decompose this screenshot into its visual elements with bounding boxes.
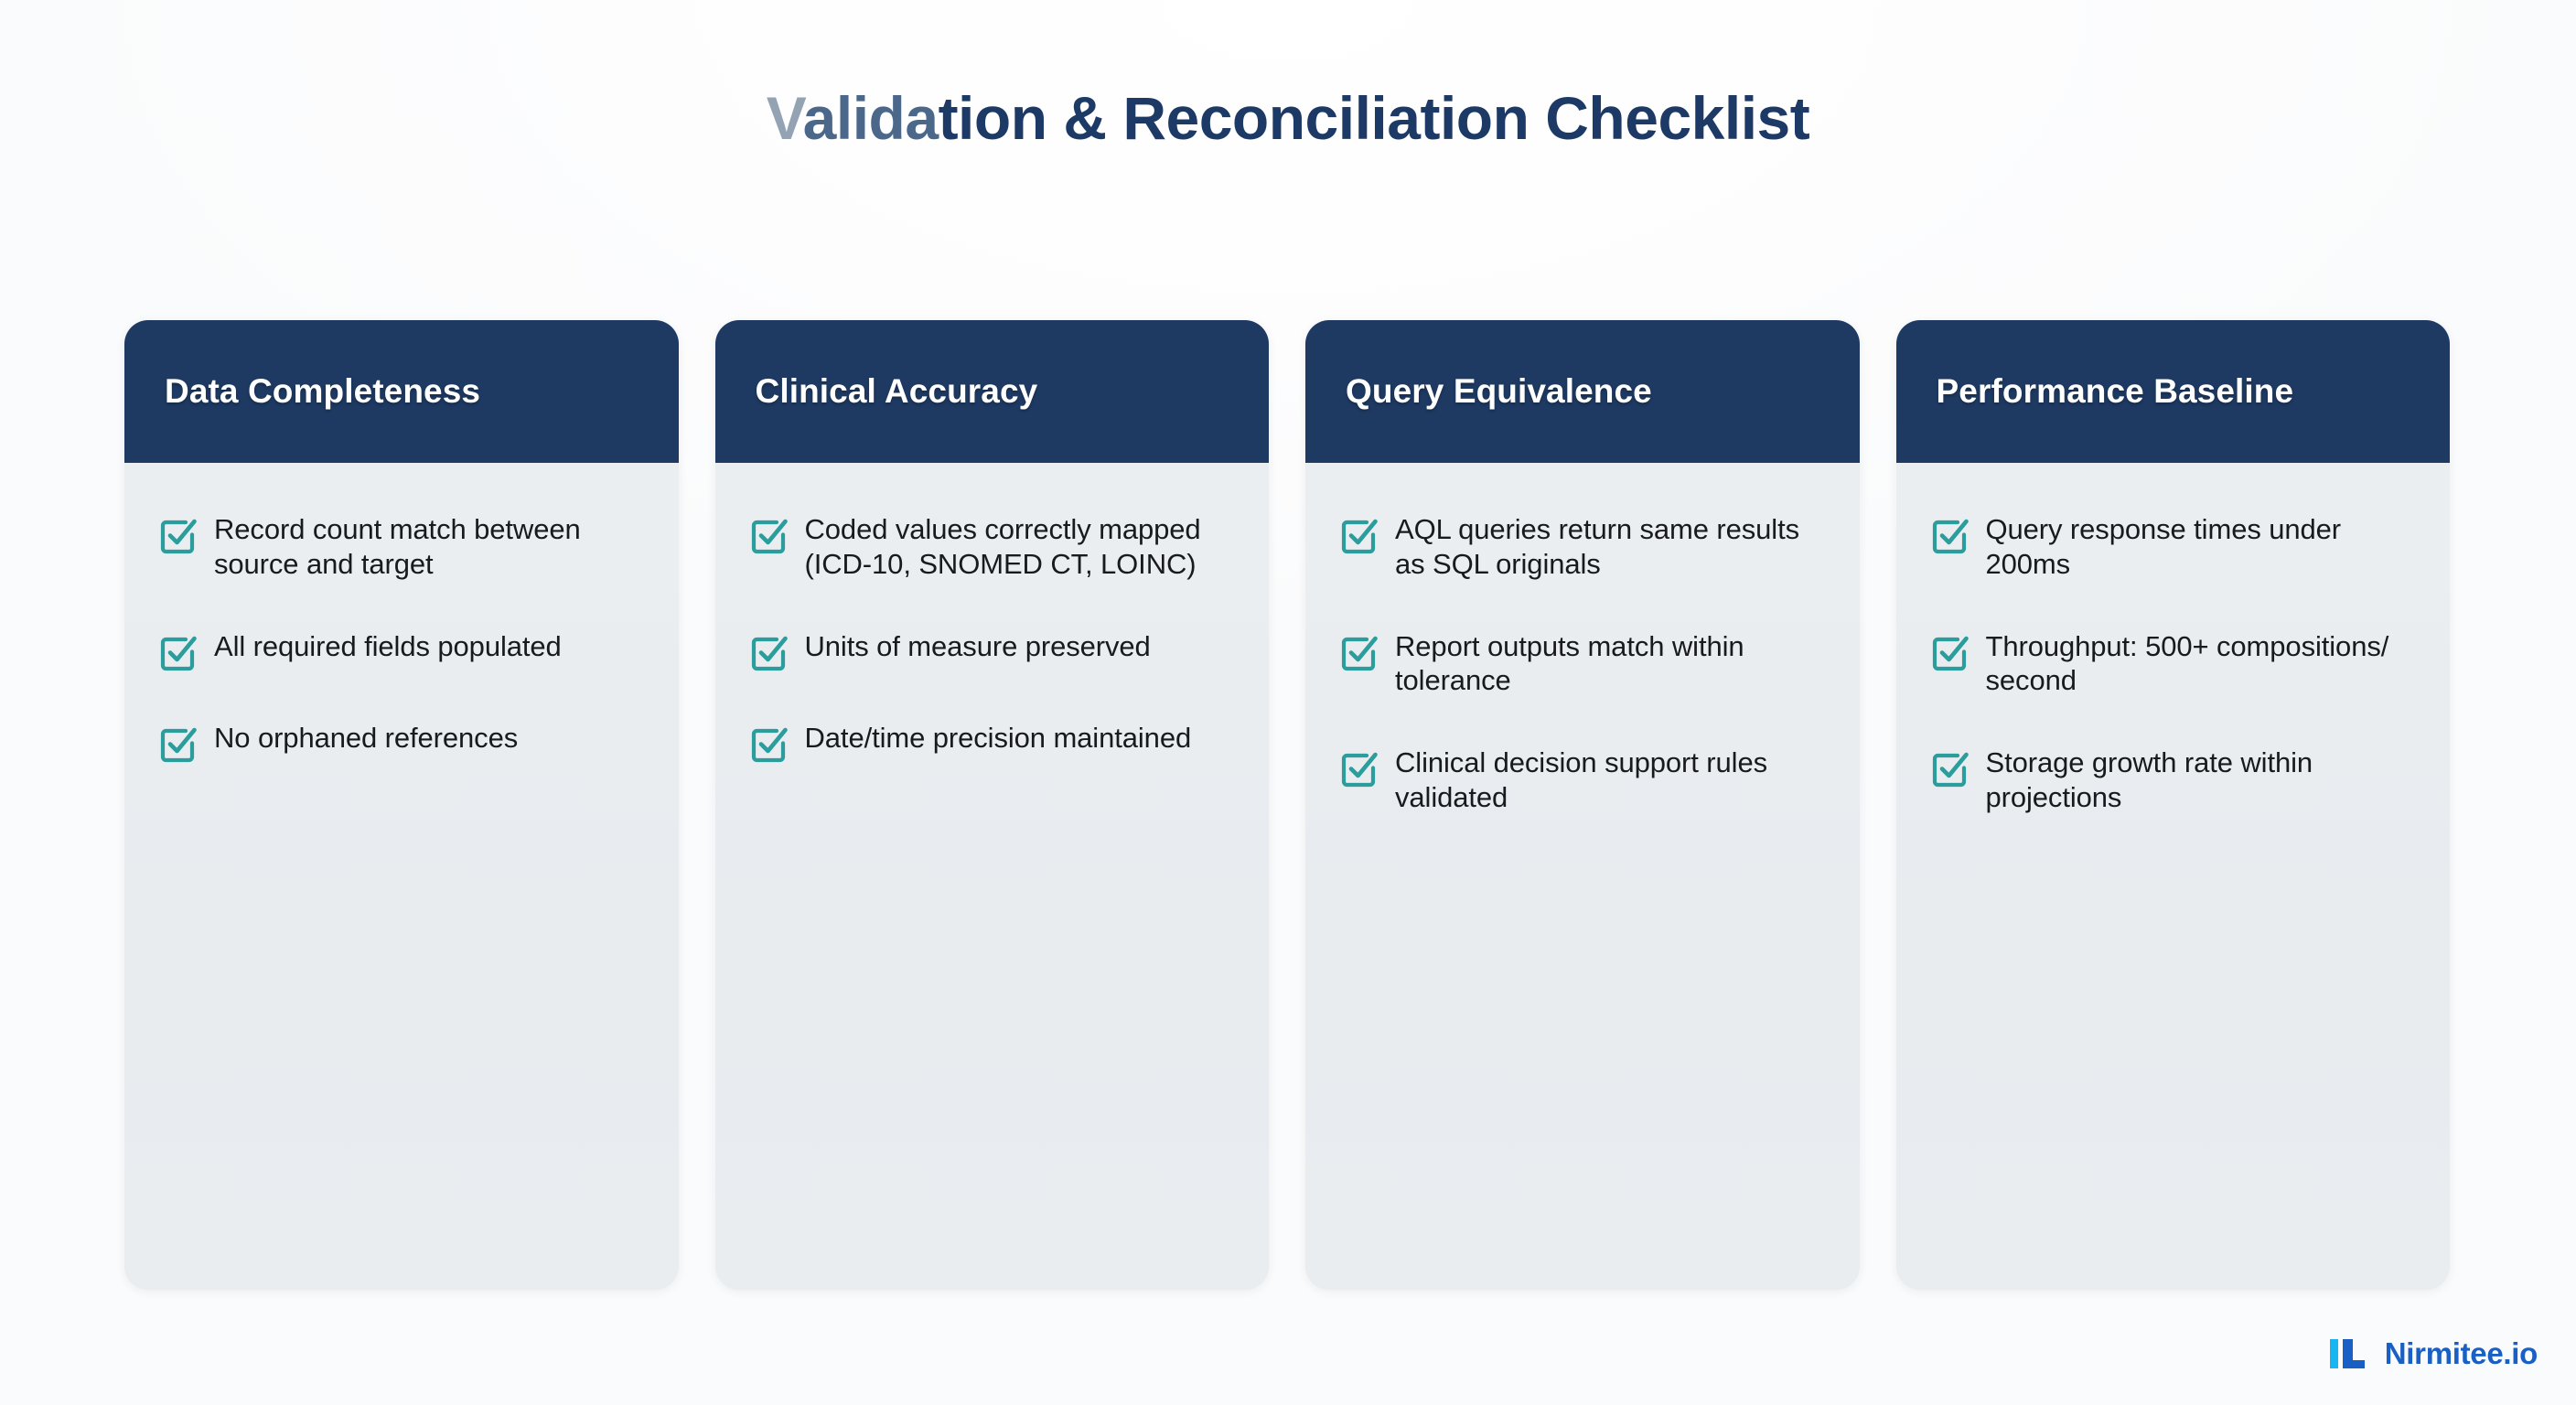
checkbox-checked-icon xyxy=(751,636,788,670)
checklist-item-label: All required fields populated xyxy=(214,629,562,662)
checklist-item[interactable]: All required fields populated xyxy=(157,629,648,673)
card-body: AQL queries return same results as SQL o… xyxy=(1305,463,1860,1290)
checkbox-checked-icon xyxy=(1341,752,1378,788)
checklist-item-label: Date/time precision maintained xyxy=(804,721,1192,754)
checklist-item[interactable]: Query response times under 200ms xyxy=(1929,512,2420,582)
brand-name: Nirmitee.io xyxy=(2384,1336,2538,1370)
checkbox-checked-icon xyxy=(1932,636,1969,670)
card-header: Performance Baseline xyxy=(1895,320,2450,463)
checklist-item[interactable]: No orphaned references xyxy=(157,721,648,765)
checklist-item-label: Report outputs match within tolerance xyxy=(1395,629,1744,697)
checklist-card-clinical-accuracy: Clinical Accuracy Coded values correctly… xyxy=(714,320,1269,1290)
checklist-card-row: Data Completeness Record count match bet… xyxy=(124,320,2450,1290)
checklist-item-label: AQL queries return same results as SQL o… xyxy=(1395,513,1799,580)
checklist-item[interactable]: Clinical decision support rules validate… xyxy=(1338,745,1829,815)
card-title: Data Completeness xyxy=(165,372,481,410)
card-header: Query Equivalence xyxy=(1305,320,1860,463)
checklist-item-label: Coded values correctly mapped (ICD-10, S… xyxy=(804,513,1201,580)
card-body: Coded values correctly mapped (ICD-10, S… xyxy=(714,463,1269,1290)
checkbox-checked-icon xyxy=(160,519,197,554)
checklist-item-label: Query response times under 200ms xyxy=(1985,513,2342,580)
checklist-card-data-completeness: Data Completeness Record count match bet… xyxy=(124,320,679,1290)
checklist-item[interactable]: Coded values correctly mapped (ICD-10, S… xyxy=(748,512,1239,582)
checkbox-checked-icon xyxy=(1932,752,1969,788)
checklist-item[interactable]: Record count match between source and ta… xyxy=(157,512,648,582)
checkbox-checked-icon xyxy=(751,727,788,762)
card-title: Clinical Accuracy xyxy=(755,372,1038,410)
checklist-item[interactable]: AQL queries return same results as SQL o… xyxy=(1338,512,1829,582)
card-body: Record count match between source and ta… xyxy=(124,463,679,1290)
checklist-item[interactable]: Throughput: 500+ compositions/ second xyxy=(1929,629,2420,699)
checkbox-checked-icon xyxy=(1932,519,1969,554)
brand-logo[interactable]: Nirmitee.io xyxy=(2329,1335,2538,1372)
checkbox-checked-icon xyxy=(1341,636,1378,670)
card-header: Data Completeness xyxy=(124,320,679,463)
checklist-item[interactable]: Storage growth rate within projections xyxy=(1929,745,2420,815)
page-title-segment-semi: alida xyxy=(802,84,939,152)
page-title-container: Validation & Reconciliation Checklist xyxy=(0,88,2576,148)
checklist-item-label: Clinical decision support rules validate… xyxy=(1395,746,1767,814)
card-body: Query response times under 200ms Through… xyxy=(1895,463,2450,1290)
card-title: Query Equivalence xyxy=(1346,372,1652,410)
checklist-card-query-equivalence: Query Equivalence AQL queries return sam… xyxy=(1305,320,1860,1290)
checkbox-checked-icon xyxy=(751,519,788,554)
checklist-item-label: No orphaned references xyxy=(214,721,519,754)
page-title: Validation & Reconciliation Checklist xyxy=(767,88,1810,148)
checklist-item-label: Storage growth rate within projections xyxy=(1985,746,2313,814)
card-header: Clinical Accuracy xyxy=(714,320,1269,463)
nirmitee-logo-icon xyxy=(2329,1339,2365,1368)
page-title-segment-faded: V xyxy=(766,84,803,152)
checklist-item[interactable]: Date/time precision maintained xyxy=(748,721,1239,765)
page-title-segment-rest: tion & Reconciliation Checklist xyxy=(938,84,1810,152)
checklist-item-label: Record count match between source and ta… xyxy=(214,513,581,580)
checklist-item-label: Throughput: 500+ compositions/ second xyxy=(1985,629,2389,697)
checklist-card-performance-baseline: Performance Baseline Query response time… xyxy=(1895,320,2450,1290)
checkbox-checked-icon xyxy=(160,636,197,670)
checkbox-checked-icon xyxy=(1341,519,1378,554)
checklist-item[interactable]: Units of measure preserved xyxy=(748,629,1239,673)
checkbox-checked-icon xyxy=(160,727,197,762)
checklist-item[interactable]: Report outputs match within tolerance xyxy=(1338,629,1829,699)
checklist-item-label: Units of measure preserved xyxy=(804,629,1151,662)
card-title: Performance Baseline xyxy=(1936,372,2294,410)
